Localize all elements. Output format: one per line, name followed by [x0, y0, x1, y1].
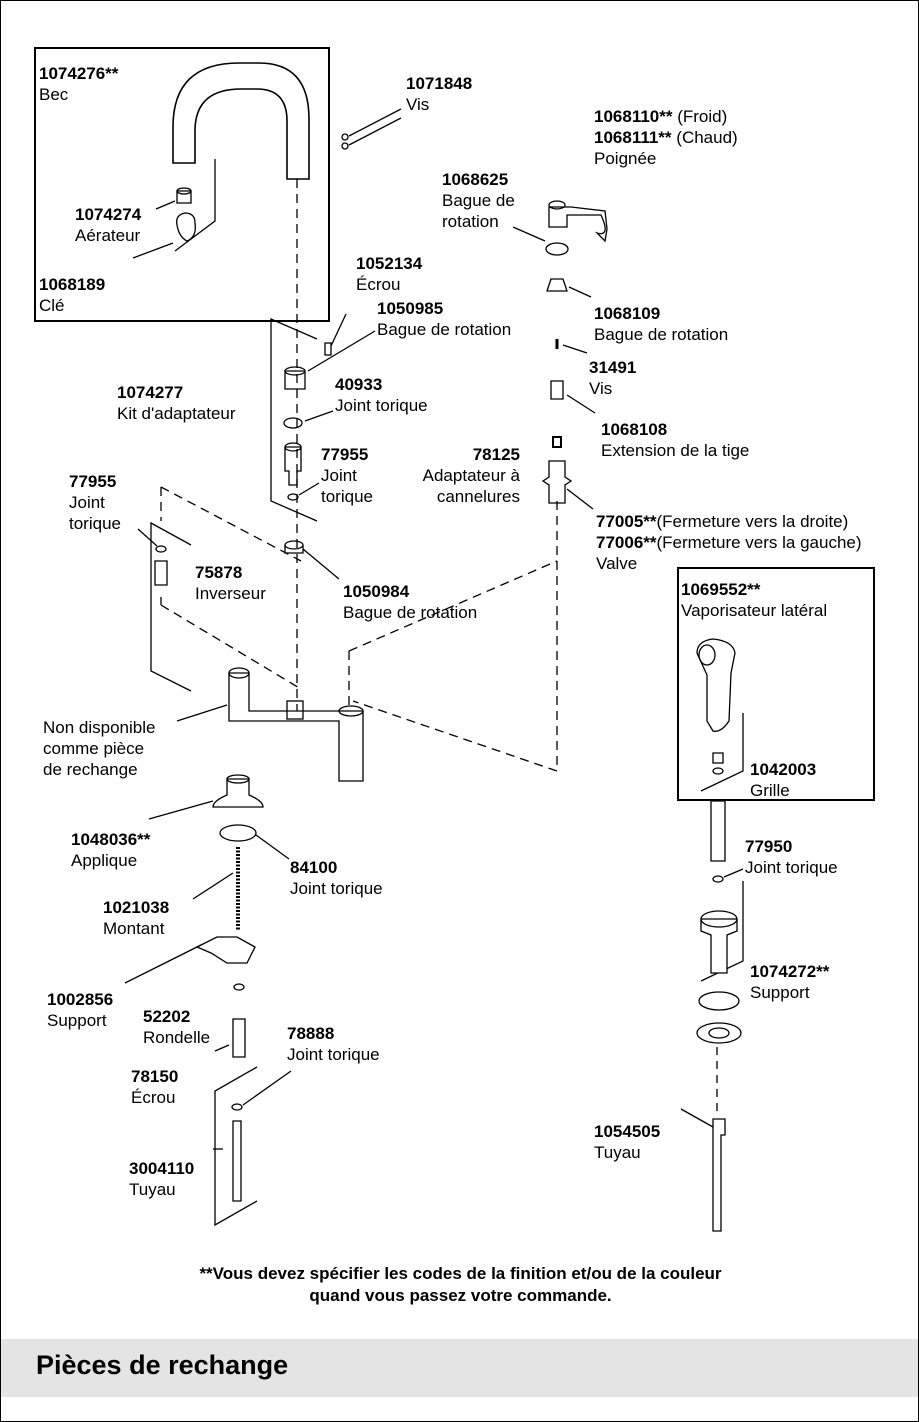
o-ring-77955-a: [287, 493, 299, 501]
supply-hose: [232, 1120, 242, 1202]
escutcheon: [212, 778, 264, 808]
side-spray-box: [677, 567, 875, 801]
rotation-ring-1068109: [546, 278, 568, 292]
grille: [712, 752, 724, 764]
spout-kit-box: [34, 47, 330, 322]
label-1074276: 1074276**Bec: [39, 64, 119, 104]
hose-plane: [214, 1066, 258, 1227]
spline-adapter: [552, 436, 562, 448]
spray-support: [700, 918, 738, 974]
section-header-bar: Pièces de rechange: [1, 1339, 918, 1397]
adapter-body: [284, 446, 302, 486]
diverter-plane: [150, 521, 192, 692]
section-title: Pièces de rechange: [36, 1350, 289, 1380]
valve-cartridge: [541, 460, 573, 504]
nut-78150: [232, 1018, 246, 1058]
diverter: [154, 560, 168, 586]
label-1048036: 1048036**Applique: [71, 830, 151, 870]
footnote-line-2: quand vous passez votre commande.: [309, 1286, 612, 1305]
screw-1: [341, 133, 349, 141]
o-ring-40933: [283, 417, 303, 429]
washer: [233, 983, 245, 991]
o-ring-77950: [712, 875, 724, 883]
screw-2: [341, 142, 349, 150]
aerator: [176, 190, 192, 204]
key: [176, 212, 196, 242]
order-footnote: **Vous devez spécifier les codes de la f…: [1, 1263, 918, 1307]
label-1069552: 1069552**Vaporisateur latéral: [681, 580, 828, 620]
adapter-kit-plane: [270, 318, 318, 522]
spray-stem: [710, 800, 726, 862]
adapter-nut: [284, 370, 306, 390]
o-ring-78888: [231, 1103, 243, 1111]
mounting-bracket: [195, 936, 256, 964]
label-handle: 1068110** (Froid) 1068111** (Chaud) Poig…: [594, 107, 738, 168]
label-valve: 77005**(Fermeture vers la droite) 77006*…: [596, 512, 862, 573]
side-spray-head: [696, 638, 736, 732]
stem-extension: [550, 380, 564, 400]
rotation-ring-1068625: [545, 242, 569, 256]
valve-body: [228, 672, 364, 782]
spout-outline: [172, 62, 310, 180]
footnote-line-1: **Vous devez spécifier les codes de la f…: [199, 1264, 722, 1283]
o-ring-84100: [219, 824, 257, 842]
handle: [548, 206, 608, 243]
label-1074272: 1074272**Support: [750, 962, 830, 1002]
side-spray-hose: [712, 1118, 726, 1232]
